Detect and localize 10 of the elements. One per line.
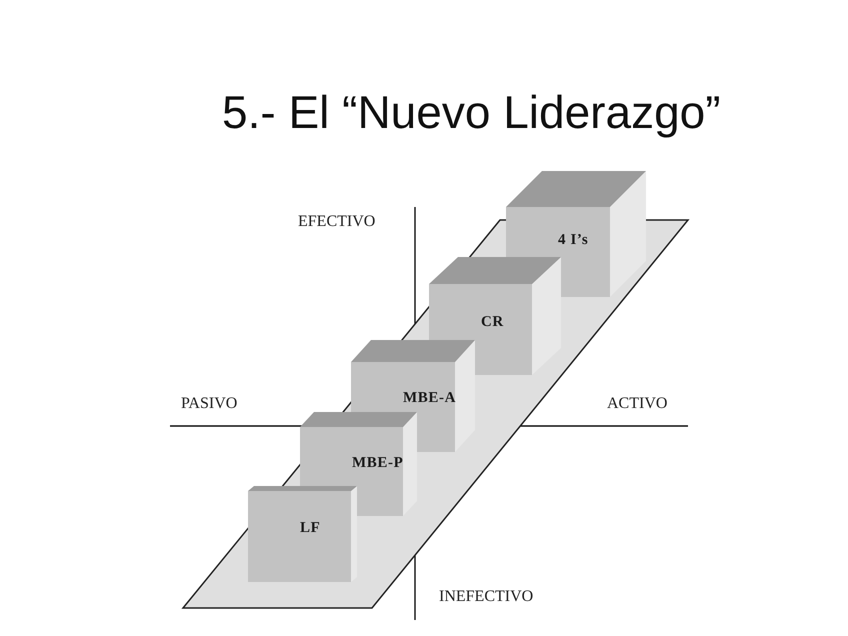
axis-label: ACTIVO (607, 394, 668, 414)
cube-label: CR (481, 313, 504, 331)
cube-label: LF (300, 519, 320, 537)
axis-label: INEFECTIVO (439, 587, 534, 607)
axis-label: PASIVO (181, 394, 238, 414)
axis-label: EFECTIVO (298, 212, 376, 232)
cube-label: 4 I’s (558, 231, 588, 249)
title: 5.- El “Nuevo Liderazgo” (222, 85, 721, 139)
cube-label: MBE-A (403, 389, 456, 407)
cube-label: MBE-P (352, 454, 404, 472)
